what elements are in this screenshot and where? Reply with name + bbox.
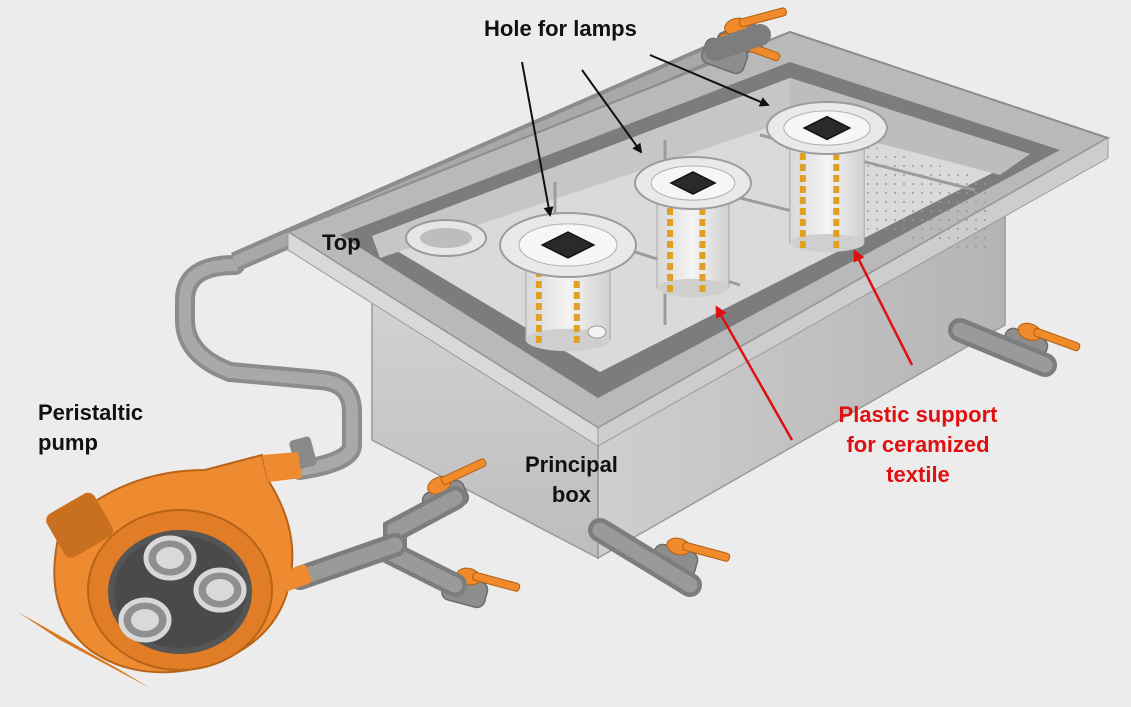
led: [573, 336, 580, 343]
lamp-1: [499, 212, 637, 352]
led: [833, 164, 840, 171]
led: [535, 336, 542, 343]
support-arrow-2: [853, 249, 914, 366]
led: [699, 241, 706, 248]
port: [587, 325, 607, 339]
peristaltic-pump-label: Peristaltic pump: [38, 398, 143, 458]
hole-for-lamps-label: Hole for lamps: [484, 16, 637, 41]
led: [699, 252, 706, 259]
led: [573, 281, 580, 288]
led: [833, 186, 840, 193]
led: [799, 197, 806, 204]
led: [667, 285, 674, 292]
led: [573, 303, 580, 310]
led: [535, 281, 542, 288]
led: [799, 230, 806, 237]
led: [799, 241, 806, 248]
led: [699, 219, 706, 226]
led: [833, 208, 840, 215]
led: [535, 292, 542, 299]
plastic-support-label-line-3: textile: [886, 462, 950, 487]
led: [699, 285, 706, 292]
principal-box-label-line-1: Principal: [525, 452, 618, 477]
led: [833, 197, 840, 204]
led: [799, 175, 806, 182]
led: [833, 153, 840, 160]
led: [799, 186, 806, 193]
lamp-2: [634, 156, 752, 298]
led: [833, 230, 840, 237]
lamp-arrow-3: [649, 54, 770, 107]
top-hole-ring: [405, 219, 487, 257]
lamps-group: [499, 101, 888, 352]
led: [667, 252, 674, 259]
plastic-support-label-line-2: for ceramized: [846, 432, 990, 457]
principal-box-label-line-2: box: [551, 482, 592, 507]
support-arrow-1: [715, 305, 794, 441]
led: [667, 230, 674, 237]
led: [667, 263, 674, 270]
lamp-arrow-1: [521, 61, 554, 217]
led: [699, 274, 706, 281]
led: [833, 241, 840, 248]
principal-box-label: Principal box: [525, 450, 618, 510]
led: [573, 314, 580, 321]
led: [699, 208, 706, 215]
peristaltic-pump-label-line-2: pump: [38, 430, 98, 455]
lamp-arrow-2: [581, 69, 643, 154]
led: [833, 175, 840, 182]
led: [833, 219, 840, 226]
led: [699, 263, 706, 270]
led: [799, 208, 806, 215]
plastic-support-label-line-1: Plastic support: [838, 402, 998, 427]
led: [535, 314, 542, 321]
peristaltic-pump: [18, 452, 312, 688]
led: [799, 164, 806, 171]
led: [699, 230, 706, 237]
led: [667, 241, 674, 248]
peristaltic-pump-label-line-1: Peristaltic: [38, 400, 144, 425]
outlet-manifold: [288, 24, 1057, 597]
led: [573, 292, 580, 299]
led: [535, 303, 542, 310]
led: [535, 325, 542, 332]
top-label: Top: [322, 230, 361, 255]
led: [799, 153, 806, 160]
led: [667, 274, 674, 281]
led: [799, 219, 806, 226]
lamp-3: [766, 101, 888, 253]
annotation-arrows: [521, 54, 914, 441]
led: [667, 208, 674, 215]
led: [667, 219, 674, 226]
led: [573, 325, 580, 332]
plastic-support-label: Plastic support for ceramized textile: [818, 400, 1018, 490]
